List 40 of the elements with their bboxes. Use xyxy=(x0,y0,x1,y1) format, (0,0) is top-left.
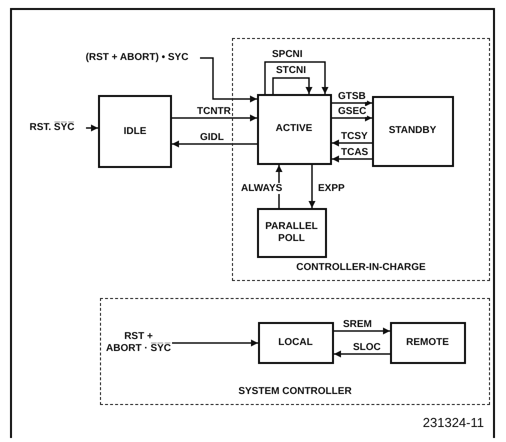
group-label: SYSTEM CONTROLLER xyxy=(237,386,353,398)
edge-label: TCSY xyxy=(340,131,369,142)
edge-label: GTSB xyxy=(337,91,367,102)
figure-number: 231324-11 xyxy=(422,415,484,430)
dashed-group-box xyxy=(100,298,490,405)
arrow xyxy=(332,114,372,122)
arrow xyxy=(264,61,328,94)
arrow xyxy=(334,350,390,358)
signal-label: RST + ABORT · S̅Y̅C̅ xyxy=(106,328,172,358)
arrow xyxy=(334,328,390,334)
edge-label: EXPP xyxy=(317,183,346,194)
arrow xyxy=(332,156,372,162)
arrow xyxy=(272,77,312,94)
arrow xyxy=(308,165,316,208)
state-box: IDLE xyxy=(98,95,172,168)
edge-label: GIDL xyxy=(199,132,225,143)
arrow xyxy=(172,340,258,346)
state-box: ACTIVE xyxy=(256,94,332,164)
state-box: STANDBY xyxy=(372,96,454,166)
state-box: PARALLEL POLL xyxy=(256,208,326,258)
arrow xyxy=(332,140,372,146)
group-label: CONTROLLER-IN-CHARGE xyxy=(295,262,427,274)
edge-label: TCNTR xyxy=(196,106,232,117)
edge-label: SPCNI xyxy=(271,49,304,60)
edge-label: STCNI xyxy=(275,65,307,76)
dashed-group-box xyxy=(232,38,490,281)
edge-label: GSEC xyxy=(337,106,368,117)
arrow xyxy=(332,100,372,106)
state-box: REMOTE xyxy=(390,322,466,364)
edge-label: TCAS xyxy=(340,147,370,158)
edge-label: ALWAYS xyxy=(240,183,284,194)
state-box: LOCAL xyxy=(258,322,334,364)
arrow xyxy=(86,124,98,132)
arrow xyxy=(172,114,257,122)
arrow xyxy=(200,57,257,102)
signal-label: RST. S̅Y̅C̅ xyxy=(18,121,86,135)
edge-label: SREM xyxy=(342,319,373,330)
edge-label: SLOC xyxy=(352,342,382,353)
signal-label: (RST + ABORT) • SYC xyxy=(74,51,200,65)
arrow xyxy=(172,140,257,148)
